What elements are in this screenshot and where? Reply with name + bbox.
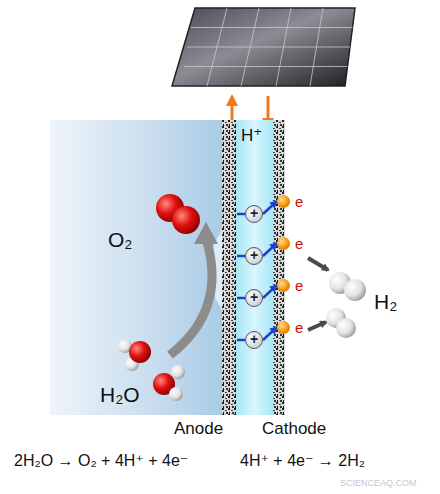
electron-sphere <box>277 195 290 208</box>
membrane <box>236 120 273 415</box>
h2o-molecule <box>118 339 151 371</box>
electrode-label: Anode <box>174 420 223 439</box>
electron-dot: e <box>277 236 303 250</box>
electron-label: e <box>295 277 303 294</box>
product-arrow <box>308 258 328 270</box>
proton-flow-tail <box>237 255 245 258</box>
h2-molecule <box>326 308 356 338</box>
proton-circle: + <box>245 289 263 307</box>
proton-flow-arrow <box>263 243 277 256</box>
electron-label: e <box>295 319 303 336</box>
electron-dot: e <box>277 320 303 334</box>
proton-flow-tail <box>237 297 245 300</box>
reaction-arrow <box>170 238 212 355</box>
proton-circle: + <box>245 205 263 223</box>
solar-panel <box>172 8 355 86</box>
product-arrow <box>308 322 326 330</box>
proton-flow-arrow <box>263 201 277 214</box>
molecule-label: O₂ <box>108 228 133 251</box>
equation: 4H⁺ + 4e⁻ → 2H₂ <box>240 452 365 470</box>
watermark: SCIENCEAQ.COM <box>340 479 417 489</box>
h2-molecule <box>329 272 366 301</box>
charge-sign: + <box>250 289 258 305</box>
charge-sign: + <box>250 247 258 263</box>
electron-sphere <box>277 321 290 334</box>
cathode-electrode <box>273 120 285 415</box>
proton-flow-tail <box>237 339 245 342</box>
proton-flow-tail <box>237 213 245 216</box>
electron-dot: e <box>277 278 303 292</box>
proton-flow-arrow <box>263 327 277 340</box>
electrode-label: Cathode <box>262 420 326 439</box>
electron-sphere <box>277 279 290 292</box>
equation: 2H₂O → O₂ + 4H⁺ + 4e⁻ <box>14 452 188 470</box>
proton-circle: + <box>245 331 263 349</box>
molecule-label: H₂O <box>100 383 140 406</box>
o2-molecule <box>156 194 200 234</box>
water-region <box>50 120 222 415</box>
current-arrow <box>267 96 270 124</box>
charge-sign: + <box>250 205 258 221</box>
anode-electrode <box>222 120 236 415</box>
electron-sphere <box>277 237 290 250</box>
ion-label: H⁺ <box>241 127 262 146</box>
electron-dot: e <box>277 194 303 208</box>
molecule-label: H₂ <box>374 290 397 313</box>
electron-label: e <box>295 193 303 210</box>
electron-label: e <box>295 235 303 252</box>
h2o-molecule <box>153 365 185 401</box>
proton-circle: + <box>245 247 263 265</box>
proton-flow-arrow <box>263 285 277 298</box>
charge-sign: + <box>250 331 258 347</box>
